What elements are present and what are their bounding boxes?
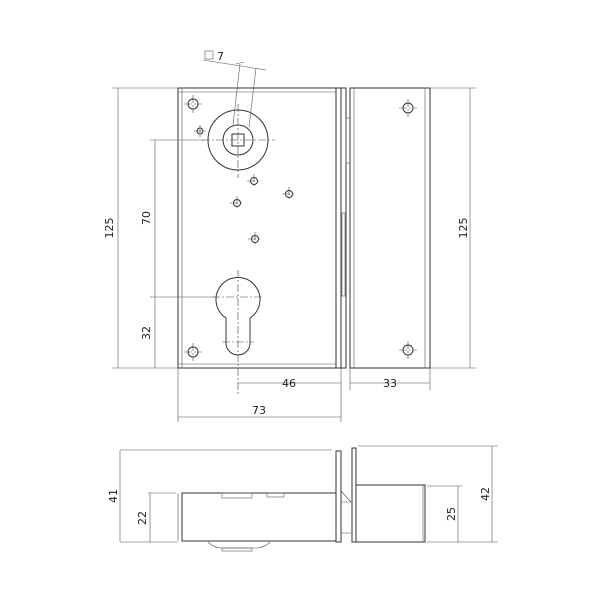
mounting-holes (184, 95, 296, 361)
dimensions-front: 125 70 32 7 46 73 33 125 (103, 50, 476, 422)
square-symbol-icon (204, 50, 214, 60)
dim-125-right: 125 (457, 218, 470, 239)
dim-46: 46 (282, 377, 296, 390)
side-view (349, 87, 431, 369)
front-view (177, 59, 351, 395)
dim-73: 73 (252, 404, 266, 417)
dim-32: 32 (140, 326, 153, 340)
faceplate (340, 87, 347, 369)
bottom-view (177, 447, 426, 552)
dim-25: 25 (445, 507, 458, 521)
dim-41: 41 (107, 489, 120, 503)
dim-33: 33 (383, 377, 397, 390)
dim-7: 7 (217, 50, 224, 63)
cylinder-cutout (215, 277, 261, 356)
dim-42: 42 (479, 487, 492, 501)
dim-70: 70 (140, 211, 153, 225)
dim-125-left: 125 (103, 218, 116, 239)
dimensions-bottom: 41 22 25 42 (107, 445, 498, 543)
dim-22: 22 (136, 511, 149, 525)
